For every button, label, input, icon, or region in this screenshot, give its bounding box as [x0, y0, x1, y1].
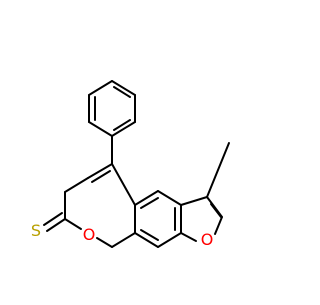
atom-label-oxygen-pyran: O [83, 225, 96, 244]
atom-label-oxygen-furan: O [201, 230, 214, 249]
bond [111, 121, 136, 137]
bond [180, 196, 208, 206]
double-bond-inner [210, 203, 222, 218]
thione-bond-2 [43, 212, 63, 226]
bond [64, 177, 89, 193]
methyl-bond [206, 142, 230, 198]
atom-label-sulfur: S [31, 221, 41, 240]
thione-bond-1 [46, 218, 66, 232]
structure-canvas: S O O [31, 80, 230, 249]
furan-ring [180, 196, 223, 242]
bond [111, 232, 136, 248]
phenyl-ring [88, 80, 136, 137]
bond-to-o [64, 218, 82, 230]
bond [87, 163, 113, 179]
benzene-ring [134, 190, 182, 248]
aromatic-inner-bond [113, 119, 131, 131]
bond-from-o [180, 232, 197, 242]
bond [134, 232, 159, 248]
bond [157, 190, 182, 206]
bond [111, 80, 136, 96]
pyran-ring [64, 163, 136, 248]
aromatic-inner-bond [113, 86, 131, 98]
bond [111, 163, 136, 206]
bond-from-o [96, 237, 113, 248]
molecule-structure-diagram: S O O [31, 80, 230, 249]
bond [134, 190, 159, 206]
double-bond-inner [91, 170, 111, 183]
aromatic-inner-bond [140, 229, 159, 241]
bond [88, 121, 113, 137]
bond [157, 232, 182, 248]
bond-to-o [214, 216, 223, 235]
aromatic-inner-bond [140, 197, 159, 209]
bond [88, 80, 113, 96]
